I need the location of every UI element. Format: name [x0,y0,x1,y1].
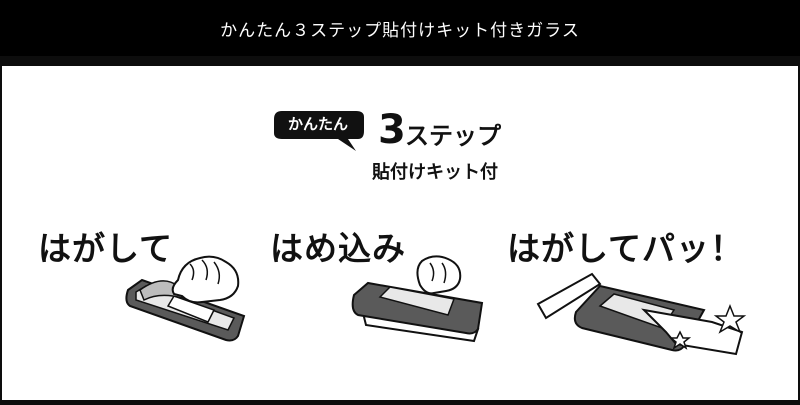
speech-bubble-icon [274,111,364,151]
sparkle-icon [713,303,747,334]
steps-word: ステップ [405,122,501,150]
header-title: かんたん３ステップ貼付けキット付きガラス [220,20,580,41]
peeling-film-icon [139,280,184,302]
step-3-label: はがしてパッ！ [507,229,745,268]
kit-subtitle: 貼付けキット付 [372,162,498,183]
sparkle-small-icon [668,330,692,350]
step-2-label: はめ込み [270,229,406,268]
easy-badge: かんたん [268,107,368,151]
page-header: かんたん３ステップ貼付けキット付きガラス [0,0,800,56]
glass-sheet-icon [641,308,744,356]
hand-icon [171,255,240,304]
phone-case-icon [351,281,484,335]
steps-number: 3 [378,107,406,153]
peel-done-illustration [536,272,747,356]
hand-icon [416,255,462,295]
step-1-label: はがして [38,229,174,268]
peel-film-illustration [125,255,246,342]
removed-film-icon [536,272,602,320]
badge-label: かんたん [287,115,348,133]
fit-in-illustration [351,255,484,343]
